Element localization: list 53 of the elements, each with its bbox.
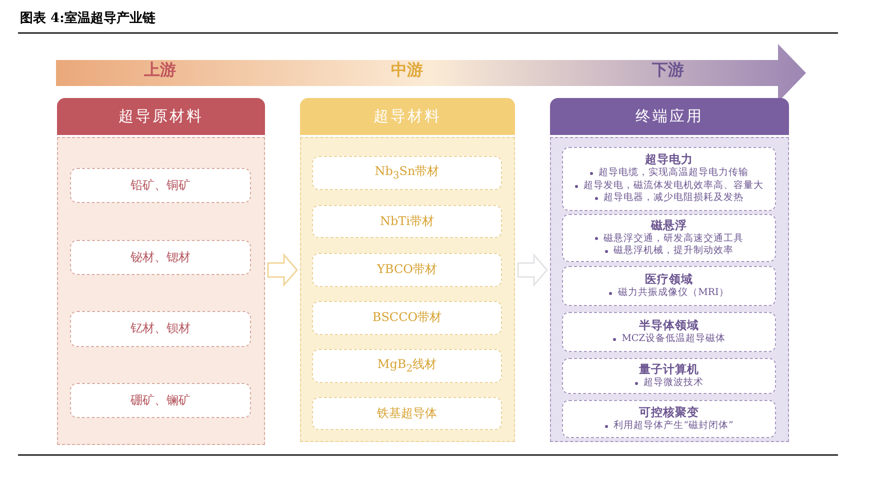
item-heading: 超导电力 — [645, 152, 693, 167]
column-header: 终端应用 — [550, 98, 789, 135]
bullet-text: MCZ设备低温超导磁体 — [622, 332, 726, 346]
bullet-text: 超导电缆，实现高温超导电力传输 — [598, 167, 748, 180]
bullet-text: 超导电器，减少电阻损耗及发热 — [604, 192, 744, 205]
stage-label: 下游 — [652, 60, 684, 81]
column-header: 超导材料 — [300, 98, 515, 135]
item-card — [70, 168, 251, 202]
item-card — [312, 348, 502, 382]
bullet-text: 超导微波技术 — [644, 376, 704, 390]
item-card — [562, 146, 776, 210]
column-panel — [300, 137, 515, 442]
item-card — [312, 156, 502, 190]
item-card — [70, 310, 251, 346]
item-heading: 量子计算机 — [639, 362, 699, 377]
item-heading: 医疗领域 — [645, 272, 693, 287]
item-card — [312, 300, 502, 334]
item-card — [312, 204, 502, 238]
bullet-text: 超导发电，磁流体发电机效率高、容量大 — [584, 180, 764, 192]
bullet-text: 磁力共振成像仪（MRI） — [618, 286, 729, 300]
item-text: 铁基超导体 — [377, 404, 437, 422]
figure-title: 图表 4:室温超导产业链 — [20, 10, 156, 27]
block-arrow — [517, 252, 548, 288]
column-panel — [57, 137, 265, 445]
item-card — [562, 400, 776, 438]
item-card — [562, 266, 776, 306]
bullet-text: 磁悬浮交通，研发高速交通工具 — [604, 232, 744, 245]
stage-label: 中游 — [391, 60, 423, 81]
item-heading: 可控核聚变 — [639, 404, 699, 420]
item-card — [70, 240, 251, 274]
bullet-text: 利用超导体产生“磁封闭体” — [614, 420, 734, 432]
item-card — [562, 214, 776, 262]
column-panel — [550, 137, 789, 442]
item-text: Nb$_{3}$Sn带材 — [374, 163, 440, 182]
item-heading: 半导体领域 — [639, 318, 699, 333]
item-card — [562, 358, 776, 394]
item-card — [312, 252, 502, 286]
item-text: NbTi带材 — [380, 212, 434, 230]
item-heading: 磁悬浮 — [651, 218, 687, 232]
column-header: 超导原材料 — [57, 98, 265, 135]
item-text: 铋材、锶材 — [130, 248, 190, 266]
item-card — [562, 312, 776, 352]
item-text: MgB$_{2}$线材 — [377, 356, 437, 375]
item-text: 钇材、钡材 — [130, 320, 190, 337]
item-text: 硼矿、镧矿 — [130, 392, 190, 408]
item-text: BSCCO带材 — [372, 309, 442, 326]
item-text: 铅矿、铜矿 — [130, 176, 190, 194]
stage-label: 上游 — [144, 60, 176, 81]
item-card — [70, 382, 251, 418]
bullet-text: 磁悬浮机械，提升制动效率 — [614, 245, 734, 258]
item-card — [312, 396, 502, 430]
item-text: YBCO带材 — [377, 261, 437, 278]
block-arrow — [267, 252, 298, 288]
